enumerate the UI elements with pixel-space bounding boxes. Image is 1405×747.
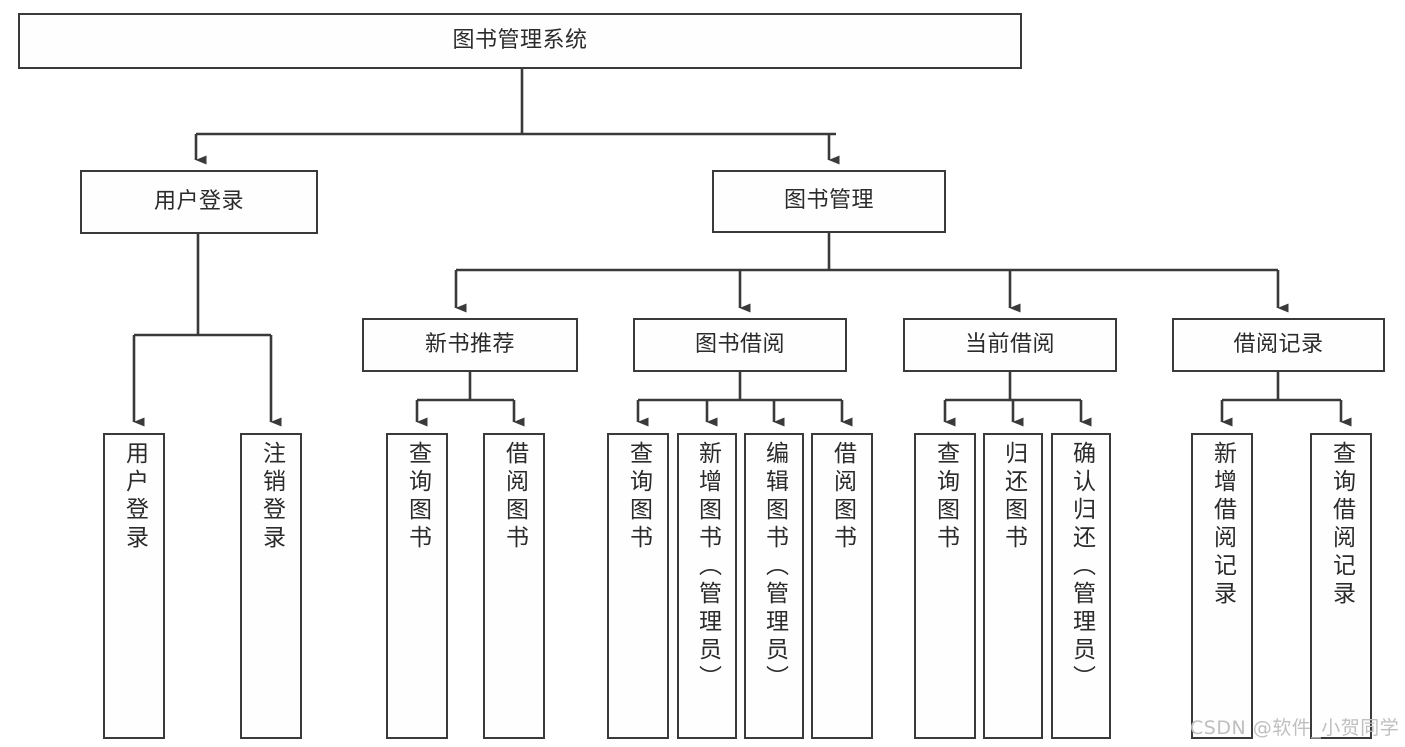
node-label: 借阅图书 — [501, 441, 528, 553]
leaf-user-login[interactable]: 用户登录 — [103, 433, 165, 739]
node-root-book-management-system[interactable]: 图书管理系统 — [18, 13, 1022, 69]
node-book-management[interactable]: 图书管理 — [712, 170, 946, 233]
node-label: 借阅记录 — [1233, 331, 1324, 357]
node-book-borrow[interactable]: 图书借阅 — [633, 318, 847, 372]
leaf-query-book-current[interactable]: 查询图书 — [914, 433, 976, 739]
node-label: 归还图书 — [1000, 441, 1027, 553]
node-label: 编辑图书（管理员） — [761, 441, 788, 693]
leaf-add-borrow-record[interactable]: 新增借阅记录 — [1191, 433, 1253, 739]
node-label: 用户登录 — [153, 188, 244, 214]
leaf-add-book-admin[interactable]: 新增图书（管理员） — [677, 433, 737, 739]
node-label: 新增图书（管理员） — [694, 441, 721, 693]
node-label: 查询图书 — [932, 441, 959, 553]
node-label: 用户登录 — [121, 441, 148, 553]
node-label: 查询借阅记录 — [1328, 441, 1355, 609]
node-label: 图书管理 — [783, 188, 874, 214]
leaf-query-book-borrow[interactable]: 查询图书 — [607, 433, 669, 739]
node-label: 确认归还（管理员） — [1068, 441, 1095, 693]
node-label: 图书管理系统 — [452, 27, 588, 53]
node-label: 查询图书 — [625, 441, 652, 553]
node-label: 借阅图书 — [829, 441, 856, 553]
node-borrow-record[interactable]: 借阅记录 — [1172, 318, 1385, 372]
leaf-query-book-recommend[interactable]: 查询图书 — [386, 433, 448, 739]
leaf-borrow-book[interactable]: 借阅图书 — [811, 433, 873, 739]
node-label: 注销登录 — [258, 441, 285, 553]
node-user-login[interactable]: 用户登录 — [80, 170, 318, 234]
node-label: 新书推荐 — [424, 331, 515, 357]
node-label: 新增借阅记录 — [1209, 441, 1236, 609]
leaf-logout-login[interactable]: 注销登录 — [240, 433, 302, 739]
node-new-book-recommend[interactable]: 新书推荐 — [362, 318, 578, 372]
leaf-borrow-book-recommend[interactable]: 借阅图书 — [483, 433, 545, 739]
leaf-edit-book-admin[interactable]: 编辑图书（管理员） — [744, 433, 804, 739]
leaf-query-borrow-record[interactable]: 查询借阅记录 — [1310, 433, 1372, 739]
node-label: 查询图书 — [404, 441, 431, 553]
leaf-confirm-return-admin[interactable]: 确认归还（管理员） — [1051, 433, 1111, 739]
leaf-return-book[interactable]: 归还图书 — [983, 433, 1043, 739]
node-current-borrow[interactable]: 当前借阅 — [903, 318, 1117, 372]
node-label: 图书借阅 — [694, 331, 785, 357]
node-label: 当前借阅 — [964, 331, 1055, 357]
